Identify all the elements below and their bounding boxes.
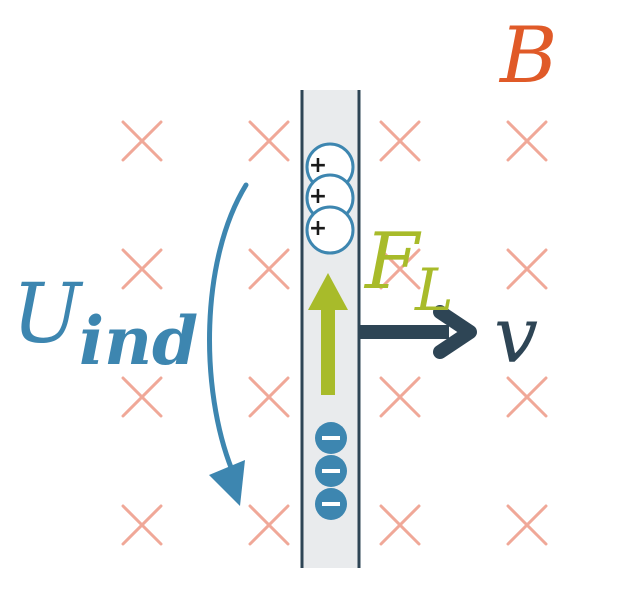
induced-voltage-subscript: ind <box>79 302 198 380</box>
positive-charge: + <box>305 205 355 255</box>
field-marker <box>379 504 421 546</box>
negative-charge <box>315 488 347 520</box>
force-arrow <box>308 273 348 395</box>
field-marker <box>121 248 163 290</box>
velocity-arrow <box>359 305 477 359</box>
negative-charge <box>315 455 347 487</box>
field-marker <box>121 376 163 418</box>
field-marker <box>379 376 421 418</box>
field-marker <box>248 120 290 162</box>
positive-sign: + <box>309 184 327 209</box>
positive-charges: + + + <box>305 142 355 255</box>
velocity-label: v <box>494 291 538 381</box>
negative-sign <box>322 469 340 473</box>
field-marker <box>248 376 290 418</box>
force-label: F L <box>363 217 454 324</box>
field-marker <box>121 504 163 546</box>
field-marker <box>506 248 548 290</box>
positive-sign: + <box>309 216 327 241</box>
field-marker <box>506 504 548 546</box>
field-label: B <box>498 11 557 101</box>
negative-sign <box>322 436 340 440</box>
force-subscript: L <box>414 256 454 324</box>
field-marker <box>506 376 548 418</box>
induced-voltage-symbol: U <box>12 267 84 362</box>
negative-charges <box>315 422 347 520</box>
field-marker <box>121 120 163 162</box>
field-marker <box>248 504 290 546</box>
field-marker <box>379 248 421 290</box>
field-markers <box>121 120 548 546</box>
force-symbol: F <box>363 217 422 307</box>
negative-charge <box>315 422 347 454</box>
positive-sign: + <box>309 153 327 178</box>
induced-voltage-label: U ind <box>12 267 198 380</box>
field-marker <box>379 120 421 162</box>
field-marker <box>248 248 290 290</box>
negative-sign <box>322 502 340 506</box>
field-marker <box>506 120 548 162</box>
induced-voltage-arrow <box>207 182 249 506</box>
